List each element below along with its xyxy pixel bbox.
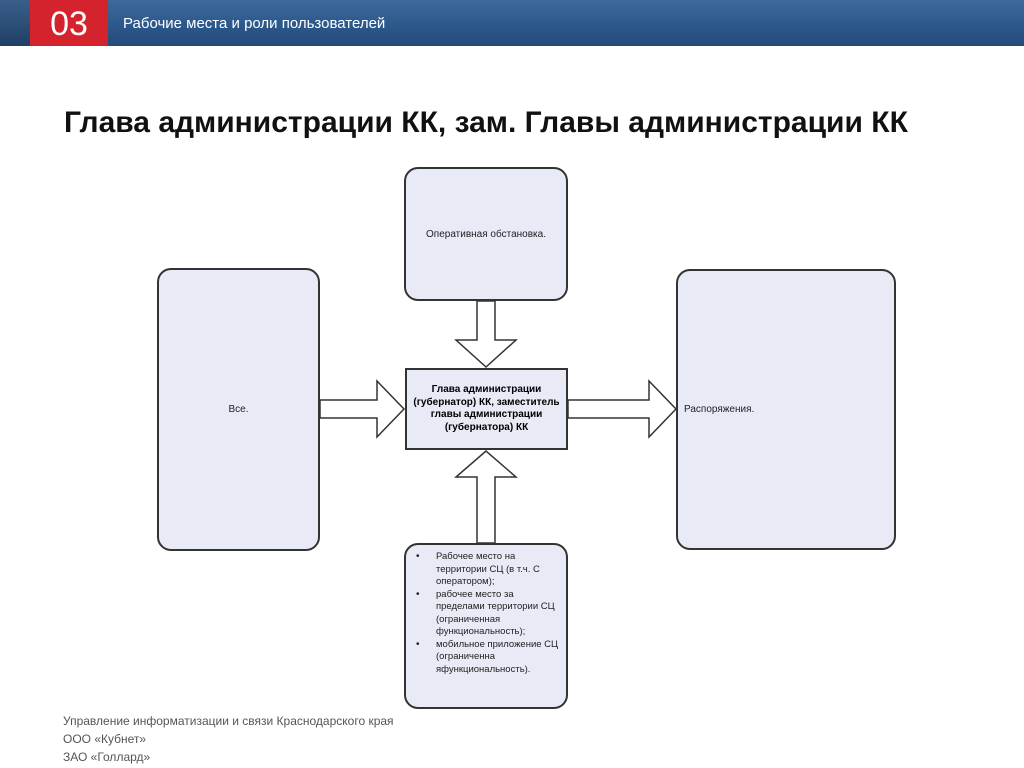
box-role-center: Глава администрации (губернатор) КК, зам… — [405, 368, 568, 450]
header-left-strip — [0, 0, 30, 46]
box-operational-situation: Оперативная обстановка. — [404, 167, 568, 301]
list-item: рабочее место за пределами территории СЦ… — [416, 589, 560, 639]
footer-line: ООО «Кубнет» — [63, 732, 147, 746]
box-top-label: Оперативная обстановка. — [426, 228, 546, 240]
page-title: Глава администрации КК, зам. Главы админ… — [64, 106, 908, 139]
box-all: Все. — [157, 268, 320, 551]
list-item: Рабочее место на территории СЦ (в т.ч. С… — [416, 551, 560, 589]
list-item: мобильное приложение СЦ (ограниченна яфу… — [416, 639, 560, 677]
workplaces-list: Рабочее место на территории СЦ (в т.ч. С… — [412, 551, 560, 676]
header-bar: 03 Рабочие места и роли пользователей — [0, 0, 1024, 46]
arrow-right-icon — [319, 379, 406, 439]
center-label: Глава администрации (губернатор) КК, зам… — [413, 384, 560, 433]
box-workplaces: Рабочее место на территории СЦ (в т.ч. С… — [404, 543, 568, 709]
footer: Управление информатизации и связи Красно… — [63, 712, 394, 766]
footer-line: ЗАО «Голлард» — [63, 750, 151, 764]
arrow-up-icon — [453, 450, 519, 544]
box-left-label: Все. — [228, 404, 249, 415]
arrow-down-icon — [454, 300, 518, 369]
box-right-label: Распоряжения. — [684, 404, 755, 415]
section-number: 03 — [30, 0, 108, 46]
box-orders: Распоряжения. — [676, 269, 896, 550]
arrow-right-icon — [567, 379, 678, 439]
footer-line: Управление информатизации и связи Красно… — [63, 714, 394, 728]
section-title: Рабочие места и роли пользователей — [123, 15, 386, 32]
